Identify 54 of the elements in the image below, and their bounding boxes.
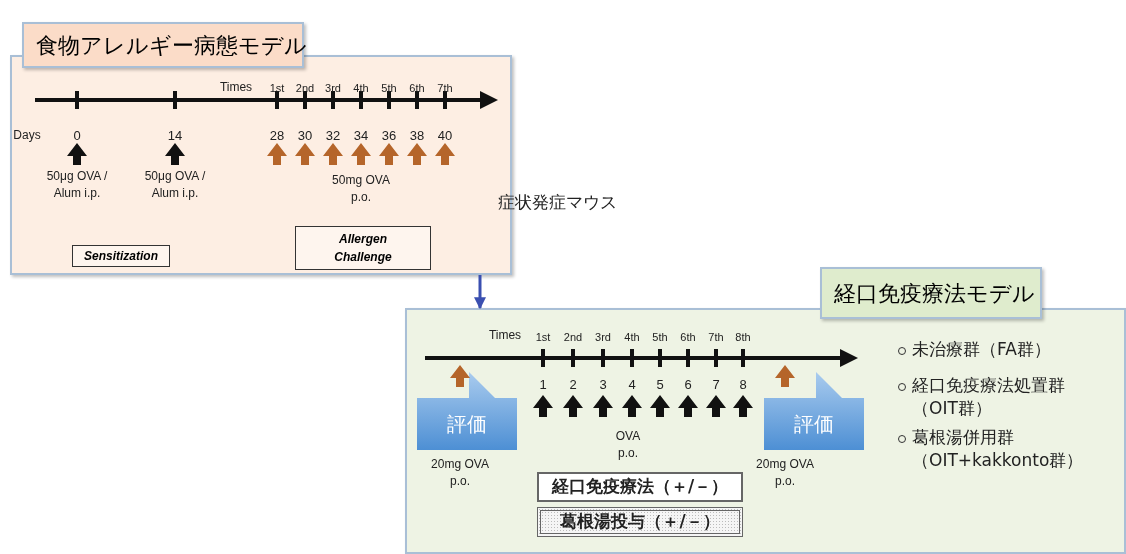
day-number: 34 [352, 127, 370, 145]
axis-label: Times [218, 79, 254, 96]
callout-box: 評価 [417, 370, 517, 450]
ordinal-label: 7th [707, 330, 725, 345]
day-number: 5 [655, 376, 665, 394]
day-number: 3 [598, 376, 608, 394]
day-number: 14 [166, 127, 184, 145]
day-number: 2 [568, 376, 578, 394]
arrow [474, 275, 486, 310]
ordinal-label: 5th [380, 81, 398, 96]
day-number: 4 [627, 376, 637, 394]
ordinal-label: 4th [352, 81, 370, 96]
axis-label: Days [12, 127, 42, 144]
dose-label: OVA p.o. [614, 428, 642, 463]
ordinal-label: 2nd [294, 81, 316, 96]
ordinal-label: 8th [734, 330, 752, 345]
ordinal-label: 6th [679, 330, 697, 345]
dotted-box: 葛根湯投与（＋/－） [537, 507, 743, 537]
dose-label: 50μg OVA / Alum i.p. [143, 168, 207, 203]
treatment-box: 経口免疫療法（＋/－） [537, 472, 743, 502]
day-number: 30 [296, 127, 314, 145]
day-number: 36 [380, 127, 398, 145]
dose-label: 50μg OVA / Alum i.p. [45, 168, 109, 203]
ordinal-label: 5th [651, 330, 669, 345]
axis-label: Times [487, 327, 523, 344]
dose-label: 20mg OVA p.o. [755, 456, 815, 491]
dose-label: 50mg OVA p.o. [331, 172, 391, 207]
group-item: 経口免疫療法処置群（OIT群） [912, 374, 1066, 420]
callout-box: 評価 [764, 370, 864, 450]
ordinal-label: 1st [534, 330, 552, 345]
day-number: 40 [436, 127, 454, 145]
ordinal-label: 7th [436, 81, 454, 96]
group-item: 葛根湯併用群（OIT+kakkonto群） [912, 426, 1085, 472]
ordinal-label: 1st [268, 81, 286, 96]
day-number: 38 [408, 127, 426, 145]
day-number: 32 [324, 127, 342, 145]
panel-title: 経口免疫療法モデル [820, 267, 1042, 319]
day-number: 0 [72, 127, 82, 145]
day-number: 28 [268, 127, 286, 145]
day-number: 8 [738, 376, 748, 394]
ordinal-label: 6th [408, 81, 426, 96]
ordinal-label: 2nd [562, 330, 584, 345]
day-number: 7 [711, 376, 721, 394]
dose-label: 20mg OVA p.o. [430, 456, 490, 491]
panel-title: 食物アレルギー病態モデル [22, 22, 304, 68]
ordinal-label: 3rd [594, 330, 612, 345]
phase-box: Sensitization [72, 245, 170, 267]
edge-label: 症状発症マウス [498, 191, 617, 214]
phase-box: Allergen Challenge [295, 226, 431, 270]
ordinal-label: 4th [623, 330, 641, 345]
ordinal-label: 3rd [324, 81, 342, 96]
group-item: 未治療群（FA群） [912, 338, 1052, 361]
day-number: 6 [683, 376, 693, 394]
day-number: 1 [538, 376, 548, 394]
